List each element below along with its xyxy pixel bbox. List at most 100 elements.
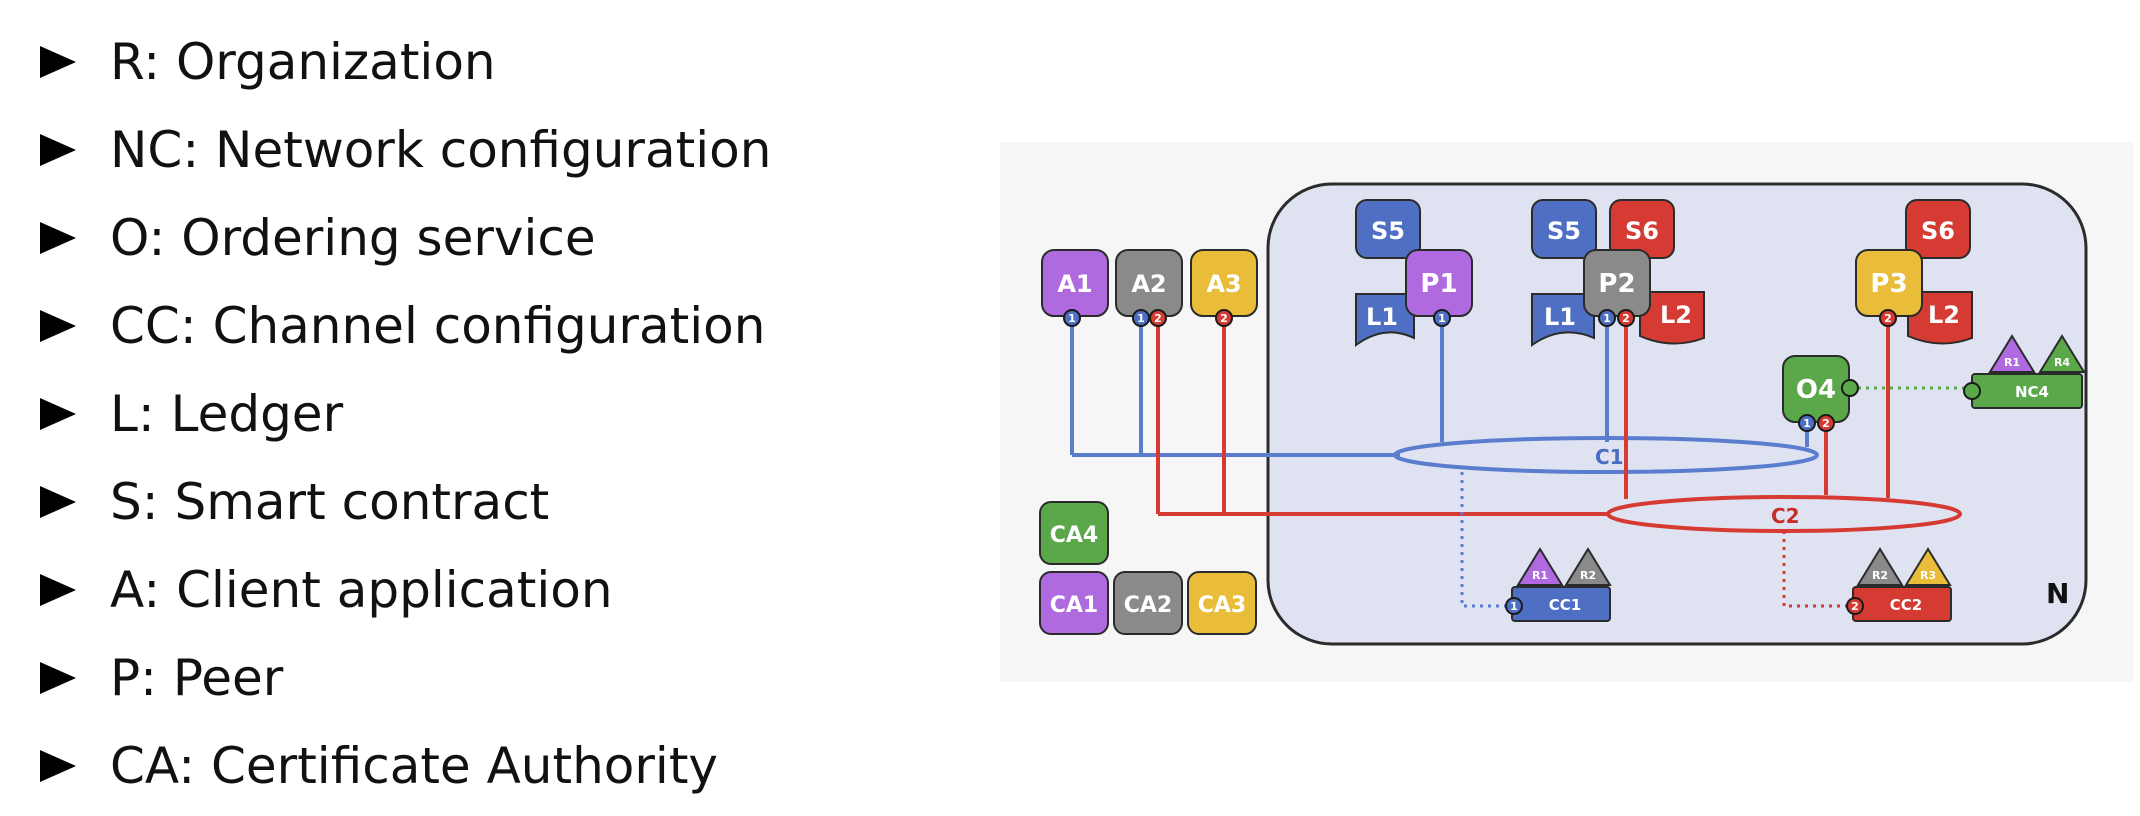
cc2-port [1846, 597, 1864, 615]
ledger-label: L1 [1366, 303, 1398, 331]
peer-label: P1 [1420, 269, 1457, 299]
channel-config-cc1: R1 R2 CC1 1 [1505, 547, 1612, 622]
triangle-bullet-icon [40, 134, 76, 166]
peer-label: P2 [1598, 269, 1635, 299]
channel-c2-label: C2 [1771, 504, 1800, 528]
port-p1-1: 1 [1433, 309, 1451, 327]
peer-p3: P3 [1855, 249, 1923, 317]
legend-item-certificate-authority: CA: Certificate Authority [40, 722, 771, 810]
smart-contract-label: S5 [1547, 217, 1581, 245]
smart-contract-s5-b: S5 [1531, 199, 1597, 259]
network-diagram: N C1 C2 S5 S5 S6 S6 [1000, 142, 2134, 682]
legend-label: S: Smart contract [110, 473, 550, 531]
cc1-port [1505, 597, 1523, 615]
org-r1-triangle-icon [1516, 547, 1564, 586]
ledger-l2-a: L2 [1639, 291, 1705, 345]
port-label: 1 [1803, 417, 1811, 430]
port-label: 1 [1510, 600, 1518, 613]
triangle-bullet-icon [40, 310, 76, 342]
triangle-bullet-icon [40, 662, 76, 694]
ca-label: CA4 [1050, 523, 1098, 548]
triangle-bullet-icon [40, 486, 76, 518]
port-o4-1: 1 [1798, 414, 1816, 432]
legend-label: O: Ordering service [110, 209, 596, 267]
ca-label: CA3 [1198, 593, 1246, 618]
port-p2-2: 2 [1617, 309, 1635, 327]
smart-contract-label: S6 [1625, 217, 1659, 245]
ledger-l1-a: L1 [1355, 293, 1415, 347]
smart-contract-s6-b: S6 [1905, 199, 1971, 259]
legend: R: Organization NC: Network configuratio… [40, 18, 771, 810]
legend-item-ordering-service: O: Ordering service [40, 194, 771, 282]
port-label: 2 [1622, 312, 1630, 325]
smart-contract-s5-a: S5 [1355, 199, 1421, 259]
ca-ca1: CA1 [1039, 571, 1109, 635]
org-label: R4 [2054, 356, 2070, 369]
client-app-a1: A1 [1041, 249, 1109, 317]
org-label: R1 [2004, 356, 2020, 369]
port-a2-2: 2 [1149, 309, 1167, 327]
orderer-label: O4 [1796, 375, 1836, 405]
peer-p2: P2 [1583, 249, 1651, 317]
org-r2-triangle-icon [1856, 547, 1904, 586]
triangle-bullet-icon [40, 398, 76, 430]
smart-contract-label: S6 [1921, 217, 1955, 245]
port-label: 1 [1137, 312, 1145, 325]
nc4-port [1963, 382, 1981, 400]
port-label: 2 [1884, 312, 1892, 325]
ledger-label: L2 [1660, 301, 1692, 329]
legend-label: CC: Channel configuration [110, 297, 766, 355]
port-label: 2 [1851, 600, 1859, 613]
cc2-dotted-link [1782, 531, 1853, 608]
org-label: R2 [1872, 569, 1888, 582]
port-label: 1 [1603, 312, 1611, 325]
port-o4-2: 2 [1817, 414, 1835, 432]
legend-item-organization: R: Organization [40, 18, 771, 106]
ledger-l2-b: L2 [1907, 291, 1973, 345]
peer-p1: P1 [1405, 249, 1473, 317]
ca-label: CA2 [1124, 593, 1172, 618]
channel-config-label: CC1 [1549, 596, 1581, 614]
ca-ca2: CA2 [1113, 571, 1183, 635]
channel-config-cc2: R2 R3 CC2 2 [1846, 547, 1952, 622]
orderer-o4: O4 [1782, 355, 1850, 423]
port-label: 2 [1154, 312, 1162, 325]
network-label: N [2046, 577, 2069, 610]
port-a3-2: 2 [1215, 309, 1233, 327]
port-label: 1 [1438, 312, 1446, 325]
port-p2-1: 1 [1598, 309, 1616, 327]
client-app-a3: A3 [1190, 249, 1258, 317]
client-app-a2: A2 [1115, 249, 1183, 317]
ca-label: CA1 [1050, 593, 1098, 618]
client-app-label: A1 [1057, 270, 1092, 298]
legend-label: A: Client application [110, 561, 613, 619]
ledger-label: L1 [1544, 303, 1576, 331]
legend-label: CA: Certificate Authority [110, 737, 719, 795]
channel-c1 [1393, 436, 1819, 474]
port-p3-2: 2 [1879, 309, 1897, 327]
peer-label: P3 [1870, 269, 1907, 299]
legend-item-peer: P: Peer [40, 634, 771, 722]
channel-c1-label: C1 [1595, 445, 1624, 469]
legend-item-network-configuration: NC: Network configuration [40, 106, 771, 194]
triangle-bullet-icon [40, 46, 76, 78]
port-a1-1: 1 [1063, 309, 1081, 327]
network-config-label: NC4 [2015, 383, 2049, 401]
org-label: R1 [1532, 569, 1548, 582]
org-r1-triangle-icon [1988, 334, 2036, 373]
org-label: R2 [1580, 569, 1596, 582]
network-config-nc4: R1 R4 NC4 [1963, 334, 2086, 409]
port-label: 2 [1822, 417, 1830, 430]
legend-item-client-application: A: Client application [40, 546, 771, 634]
port-label: 1 [1068, 312, 1076, 325]
smart-contract-label: S5 [1371, 217, 1405, 245]
legend-item-smart-contract: S: Smart contract [40, 458, 771, 546]
ca-ca4: CA4 [1039, 501, 1109, 565]
legend-label: R: Organization [110, 33, 496, 91]
channel-config-label: CC2 [1890, 596, 1922, 614]
ca-ca3: CA3 [1187, 571, 1257, 635]
port-o4-nc [1841, 379, 1859, 397]
org-r4-triangle-icon [2038, 334, 2086, 373]
port-label: 2 [1220, 312, 1228, 325]
ledger-l1-b: L1 [1531, 293, 1595, 347]
